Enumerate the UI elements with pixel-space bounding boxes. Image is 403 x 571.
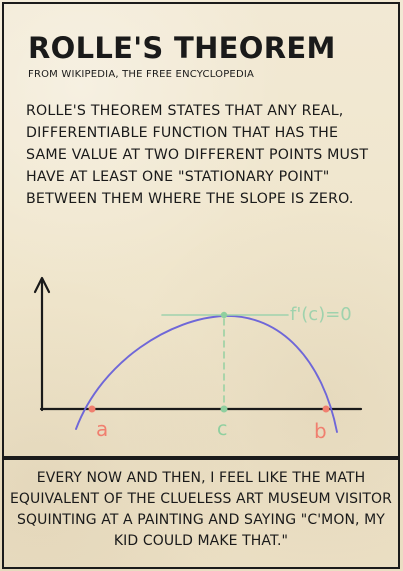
page-subtitle: FROM WIKIPEDIA, THE FREE ENCYCLOPEDIA	[28, 69, 255, 80]
comic-caption: EVERY NOW AND THEN, I FEEL LIKE THE MATH…	[9, 470, 392, 549]
theorem-panel	[2, 2, 400, 458]
page-title: ROLLE'S THEOREM	[28, 31, 336, 65]
caption-panel	[2, 458, 400, 569]
theorem-description: ROLLE'S THEOREM STATES THAT ANY REAL, DI…	[26, 103, 369, 207]
